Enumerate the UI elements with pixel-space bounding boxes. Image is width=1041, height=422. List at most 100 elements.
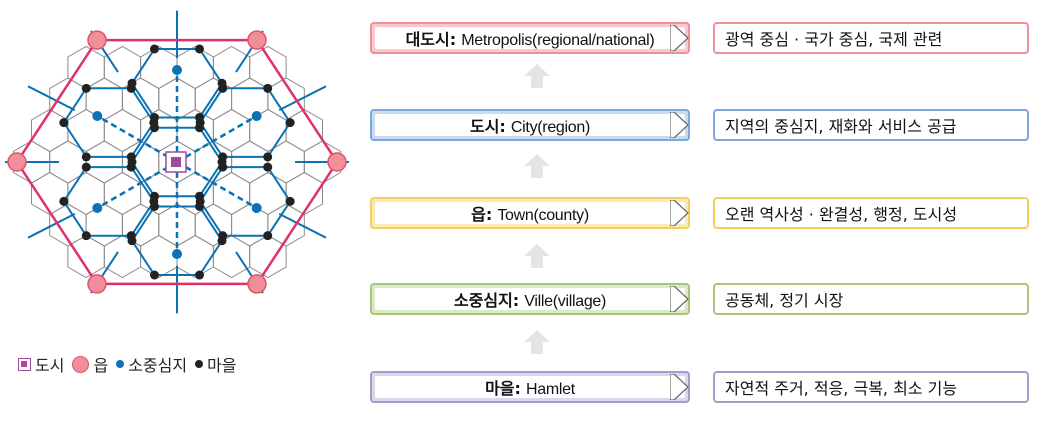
level-city-en: City(region) xyxy=(510,119,591,136)
village-point xyxy=(127,78,137,88)
desc-hamlet: 자연적 주거, 적응, 극복, 최소 기능 xyxy=(713,371,1029,403)
town-point xyxy=(87,274,107,294)
small-center-point xyxy=(251,111,262,121)
center-dot-icon xyxy=(116,360,125,368)
pointer-arrow-icon xyxy=(670,286,689,312)
dashed-link xyxy=(176,160,258,210)
small-center-point xyxy=(172,65,182,75)
legend-village-label: 마을 xyxy=(207,356,237,375)
village-point xyxy=(195,118,205,128)
desc-town: 오랜 역사성 · 완결성, 행정, 도시성 xyxy=(713,197,1029,229)
village-point xyxy=(263,231,273,241)
dashed-link xyxy=(176,114,258,164)
hamlet-cell xyxy=(231,203,269,247)
pointer-arrow-icon xyxy=(670,200,689,226)
legend-village: 마을 xyxy=(195,352,237,376)
level-hamlet-ko: 마을: xyxy=(485,379,521,398)
village-point xyxy=(150,270,159,280)
small-center-point xyxy=(251,203,262,213)
town-point xyxy=(7,152,27,172)
hamlet-cell xyxy=(85,77,123,121)
hamlet-cell xyxy=(85,140,123,184)
small-center-point xyxy=(172,249,182,259)
hamlet-cell xyxy=(140,45,178,90)
town-points xyxy=(7,30,347,294)
small-center-point xyxy=(92,203,103,213)
village-point xyxy=(285,196,295,206)
level-hamlet-en: Hamlet xyxy=(526,381,575,398)
level-metropolis-en: Metropolis(regional/national) xyxy=(461,32,655,49)
desc-metropolis: 광역 중심 · 국가 중심, 국제 관련 xyxy=(713,22,1029,54)
desc-city: 지역의 중심지, 재화와 서비스 공급 xyxy=(713,109,1029,141)
village-point xyxy=(218,152,228,162)
level-metropolis-ko: 대도시: xyxy=(405,30,457,49)
village-point xyxy=(195,270,204,280)
level-town-ko: 읍: xyxy=(471,205,493,224)
hamlet-cell xyxy=(85,203,123,247)
network-spoke xyxy=(27,213,76,239)
village-point xyxy=(59,118,69,128)
pointer-arrow-icon xyxy=(670,25,689,51)
up-arrow-icon xyxy=(524,64,550,88)
level-town: 읍: Town(county) xyxy=(370,197,690,229)
small-center-point xyxy=(92,111,103,121)
network-spoke xyxy=(278,213,327,239)
city-square-icon xyxy=(18,357,31,371)
legend-city-label: 도시 xyxy=(35,356,65,375)
up-arrow-icon xyxy=(524,330,550,354)
village-point xyxy=(59,196,69,206)
network-spoke xyxy=(278,85,327,111)
legend-center: 소중심지 xyxy=(116,352,187,376)
village-dot-icon xyxy=(195,360,204,368)
up-arrow-icon xyxy=(524,154,550,178)
village-point xyxy=(126,162,136,172)
hamlet-cell xyxy=(176,45,214,90)
village-point xyxy=(126,152,136,162)
pointer-arrow-icon xyxy=(670,374,689,400)
level-city: 도시: City(region) xyxy=(370,109,690,141)
level-city-ko: 도시: xyxy=(469,117,506,136)
village-point xyxy=(285,118,295,128)
village-point xyxy=(263,83,273,93)
level-town-en: Town(county) xyxy=(497,207,589,224)
hamlet-cell xyxy=(249,234,287,279)
village-point xyxy=(263,162,273,172)
hamlet-cell xyxy=(67,45,105,90)
town-point xyxy=(87,30,107,50)
town-point xyxy=(247,30,267,50)
level-village-en: Ville(village) xyxy=(524,293,607,310)
village-point xyxy=(81,162,91,172)
hamlet-cell xyxy=(176,234,214,279)
village-point xyxy=(217,236,227,246)
village-point xyxy=(150,44,159,54)
town-circle-icon xyxy=(72,355,90,373)
level-village-ko: 소중심지: xyxy=(453,291,520,310)
dashed-link xyxy=(96,114,178,164)
legend-town: 읍 xyxy=(72,352,108,376)
hamlet-cell xyxy=(67,234,105,279)
legend-city: 도시 xyxy=(18,352,64,376)
town-point xyxy=(327,152,347,172)
hamlet-cell xyxy=(231,140,269,184)
village-point xyxy=(195,201,204,211)
pointer-arrow-icon xyxy=(670,112,689,138)
legend-center-label: 소중심지 xyxy=(128,356,188,375)
town-point xyxy=(247,274,267,294)
village-point xyxy=(263,152,273,162)
hexagonal-central-place-map xyxy=(5,10,349,314)
village-point xyxy=(150,113,159,123)
network-spoke xyxy=(27,85,76,111)
level-village: 소중심지: Ville(village) xyxy=(370,283,690,315)
village-point xyxy=(218,162,228,172)
up-arrow-icon xyxy=(524,244,550,268)
dashed-link xyxy=(96,160,178,210)
hamlet-cell xyxy=(140,234,178,279)
village-points xyxy=(59,44,295,280)
hamlet-cell xyxy=(249,45,287,90)
level-hamlet: 마을: Hamlet xyxy=(370,371,690,403)
city-marker xyxy=(165,151,187,173)
village-point xyxy=(126,231,136,241)
village-point xyxy=(81,152,91,162)
village-point xyxy=(81,83,91,93)
small-center-points xyxy=(92,65,262,259)
